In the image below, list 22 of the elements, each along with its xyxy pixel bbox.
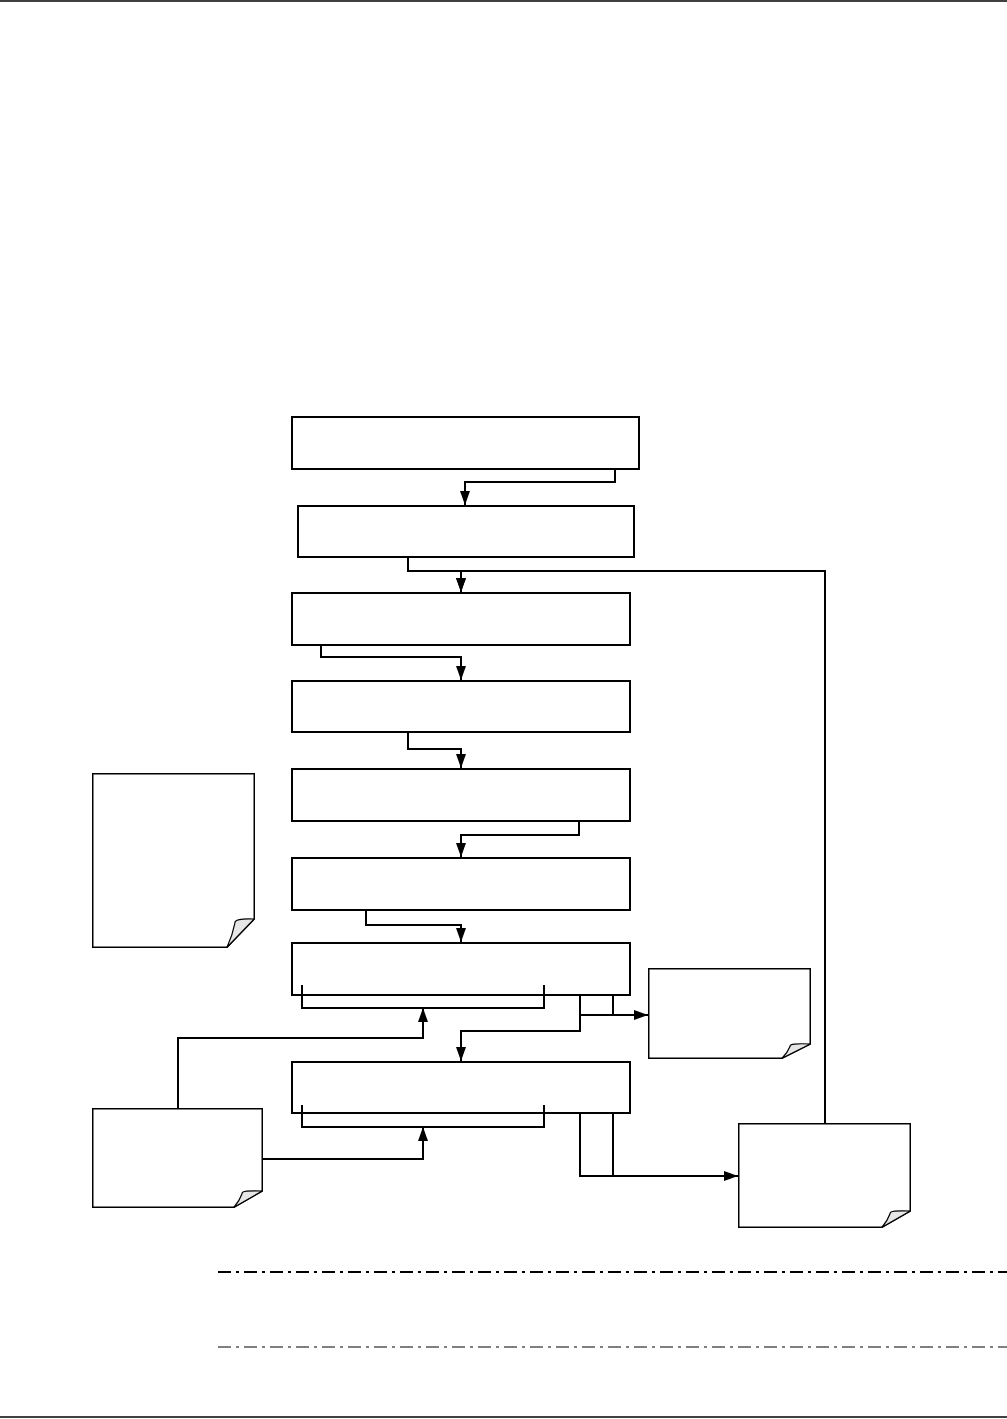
process-box xyxy=(291,680,631,733)
note-page xyxy=(738,1123,911,1228)
process-box xyxy=(291,592,631,646)
process-box xyxy=(291,942,631,996)
arrow xyxy=(456,821,580,858)
note-page xyxy=(92,773,255,948)
arrow xyxy=(177,1007,428,1109)
arrow xyxy=(460,469,616,506)
process-box xyxy=(291,768,631,822)
arrow xyxy=(407,732,466,769)
process-box xyxy=(291,857,631,911)
process-box xyxy=(297,505,635,558)
note-page xyxy=(92,1108,263,1208)
arrow xyxy=(262,1126,428,1160)
arrow xyxy=(579,995,649,1020)
arrow xyxy=(320,645,466,681)
process-box xyxy=(291,416,640,470)
arrow xyxy=(365,910,466,943)
arrow xyxy=(456,995,581,1062)
arrow xyxy=(579,1113,739,1181)
process-box xyxy=(291,1061,631,1114)
note-page xyxy=(648,968,811,1059)
